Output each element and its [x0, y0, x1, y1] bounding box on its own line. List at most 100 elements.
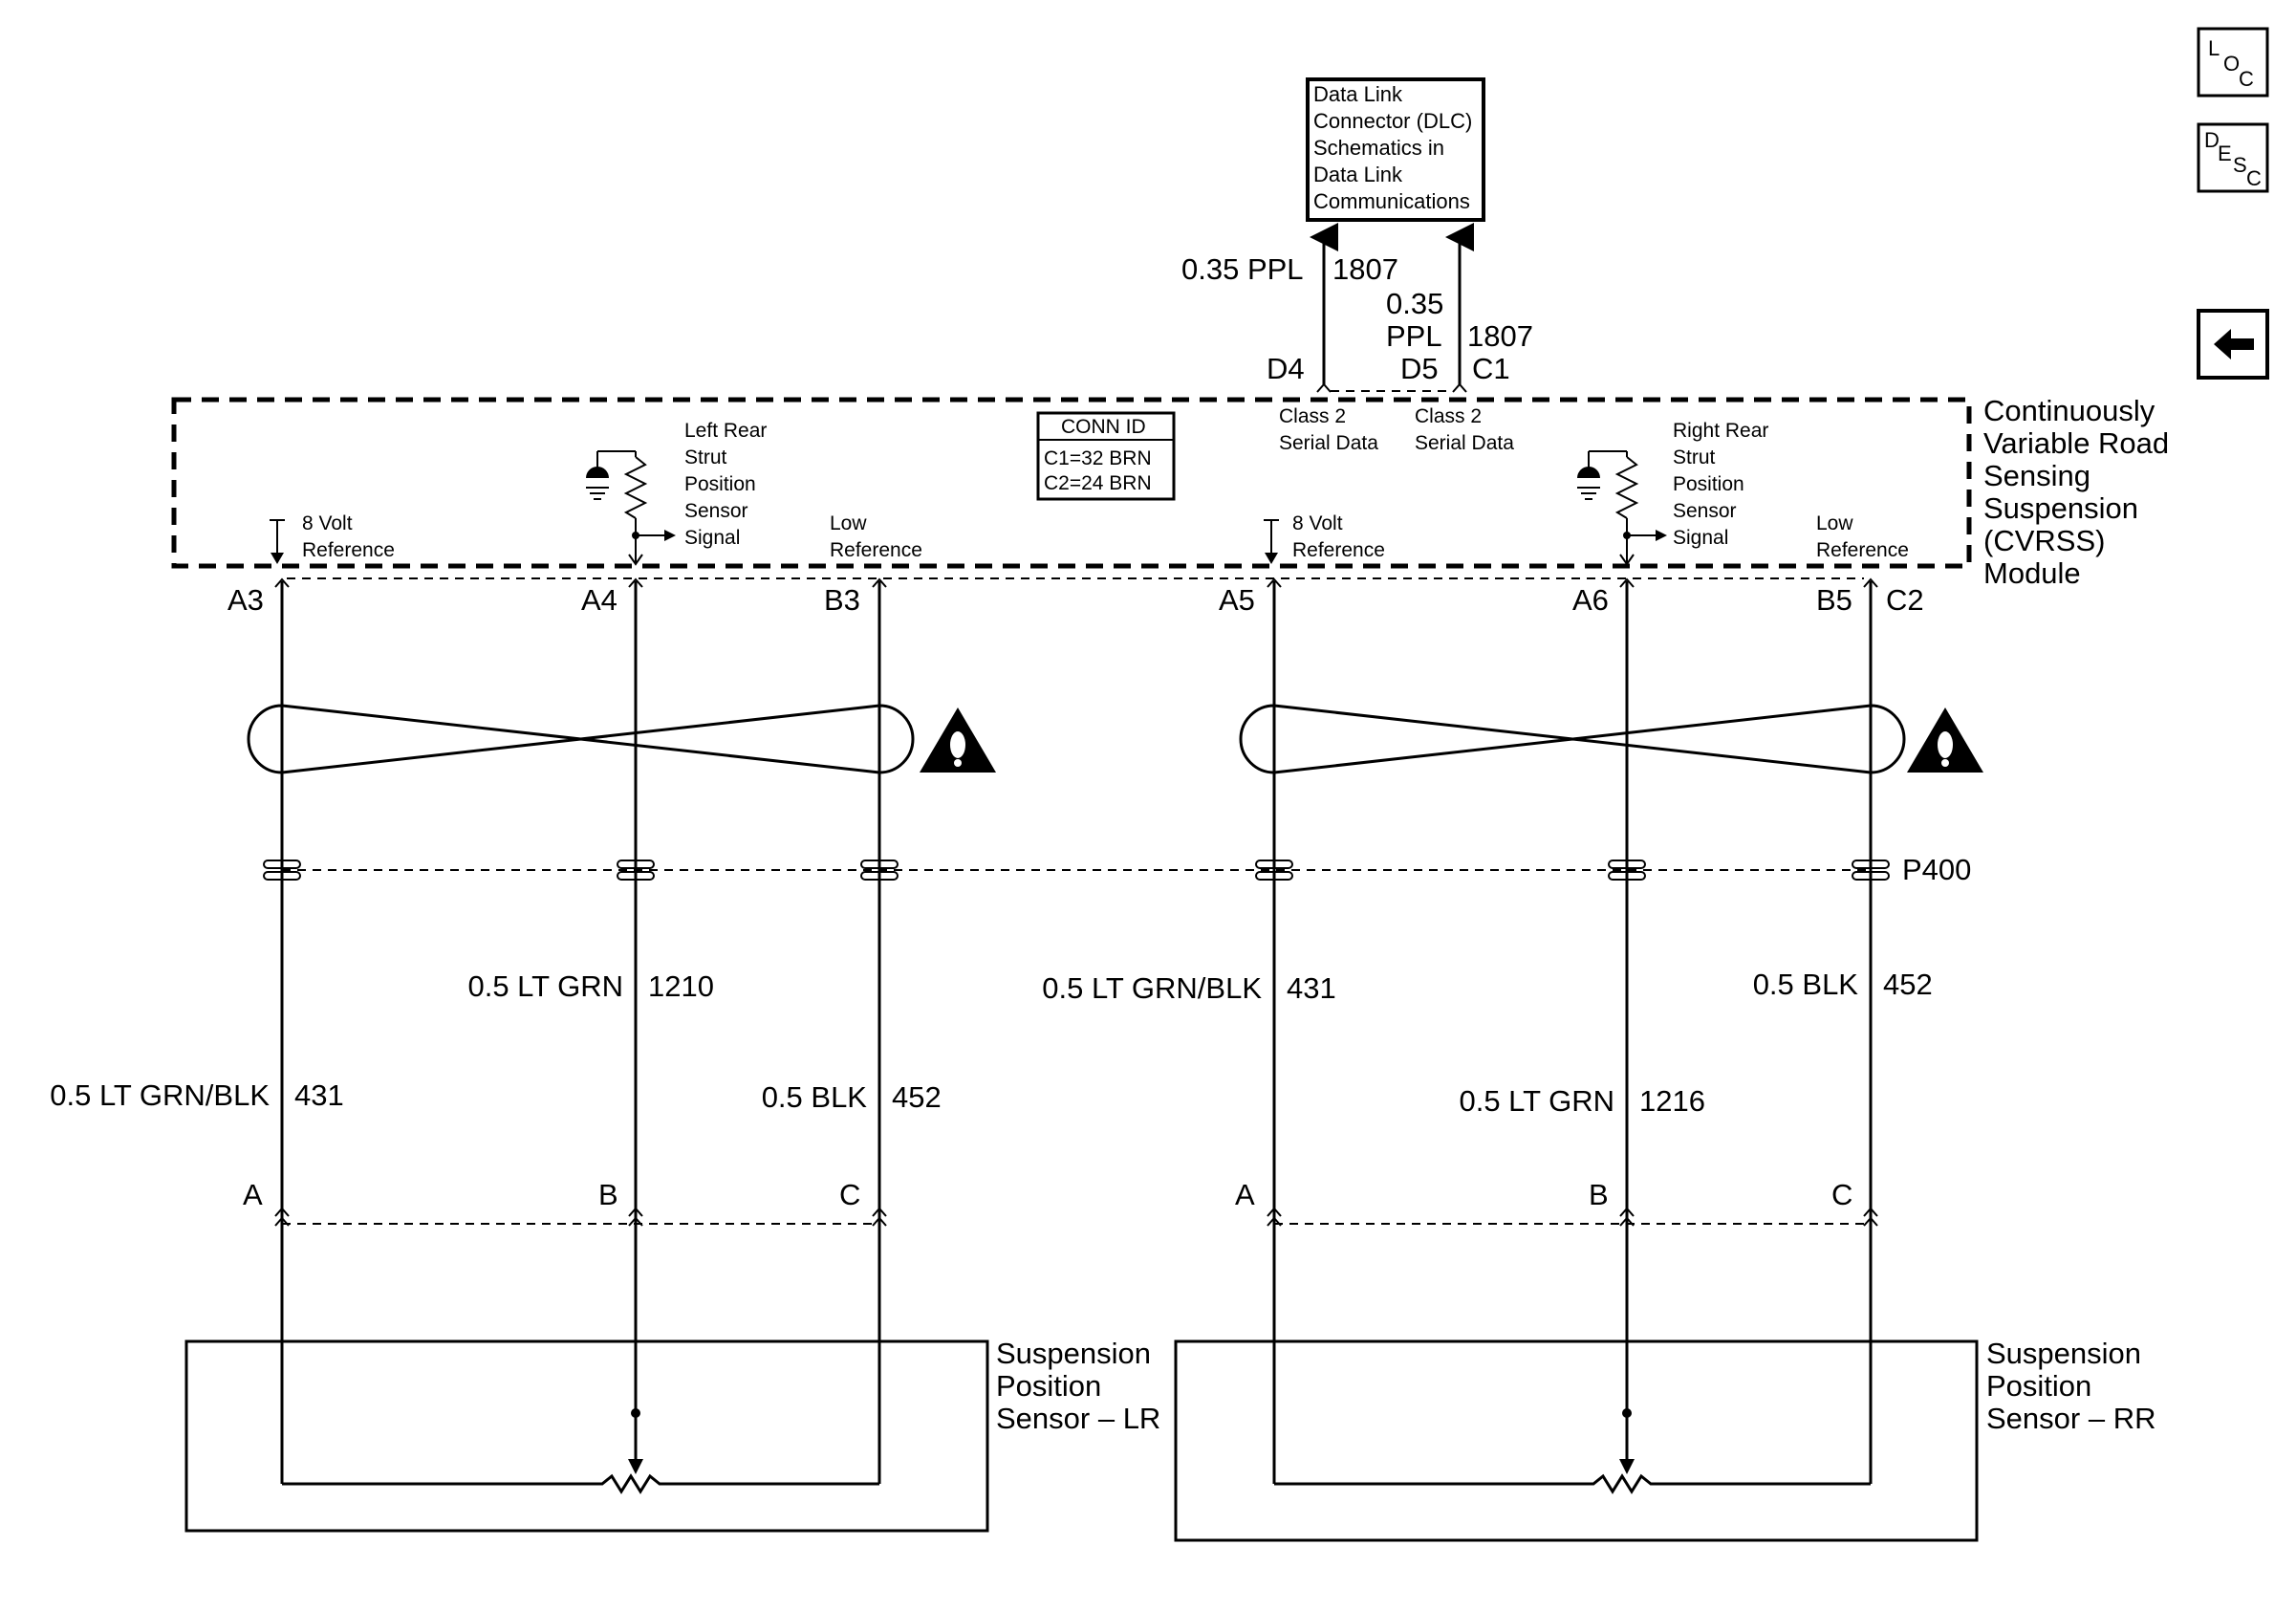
right-sensor-line-1: Suspension — [1986, 1337, 2141, 1370]
dlc-left-gauge: 0.35 PPL — [1181, 252, 1304, 286]
dlc-line-3: Schematics in — [1313, 136, 1444, 160]
left-pullup-resistor — [596, 450, 676, 566]
pin-c1: C1 — [1472, 352, 1510, 385]
p400-label: P400 — [1902, 853, 1971, 886]
left-signal-line-4: Sensor — [684, 500, 748, 522]
left-sensor-line-1: Suspension — [996, 1337, 1151, 1370]
right-sensor-pin-a: A — [1235, 1178, 1255, 1211]
left-wire-a-circuit: 431 — [294, 1078, 344, 1112]
pin-a4: A4 — [581, 583, 617, 617]
right-signal-line-5: Signal — [1673, 527, 1728, 549]
right-wire-b-gauge: 0.5 LT GRN — [1459, 1084, 1614, 1118]
conn-id-box: CONN ID C1=32 BRN C2=24 BRN — [1036, 411, 1176, 501]
left-wire-a — [274, 577, 290, 1484]
pin-d4: D4 — [1267, 352, 1305, 385]
left-ref8-line-1: 8 Volt — [302, 512, 353, 534]
desc-letter-4: C — [2246, 166, 2262, 190]
left-ref8-line-2: Reference — [302, 539, 395, 561]
pin-a6: A6 — [1572, 583, 1609, 617]
pin-chevron-d4 — [1316, 382, 1332, 393]
left-sensor-box[interactable] — [184, 1339, 989, 1533]
dlc-right-gauge-2: PPL — [1386, 319, 1442, 353]
right-signal-line-4: Sensor — [1673, 500, 1737, 522]
dlc-line-5: Communications — [1313, 189, 1470, 213]
left-potentiometer — [282, 1473, 879, 1494]
serial-data-1-line-1: Class 2 — [1279, 405, 1346, 427]
right-sensor-line-2: Position — [1986, 1369, 2091, 1403]
p400-terminals — [263, 860, 1890, 881]
module-line-5: (CVRSS) — [1983, 524, 2105, 557]
dlc-box[interactable]: Data Link Connector (DLC) Schematics in … — [1306, 77, 1485, 222]
serial-data-2-line-2: Serial Data — [1415, 432, 1514, 454]
right-wire-a-gauge: 0.5 LT GRN/BLK — [1042, 971, 1262, 1005]
right-potentiometer — [1274, 1473, 1871, 1494]
left-8v-reference-symbol — [270, 519, 285, 564]
right-wire-c — [1863, 577, 1878, 1484]
module-line-3: Sensing — [1983, 459, 2090, 492]
right-sensor-box[interactable] — [1174, 1339, 1979, 1542]
dlc-left-circuit: 1807 — [1332, 252, 1398, 286]
serial-data-1-line-2: Serial Data — [1279, 432, 1378, 454]
module-line-4: Suspension — [1983, 491, 2138, 525]
cvrss-module-label: Continuously Variable Road Sensing Suspe… — [1983, 394, 2169, 590]
left-lowref-line-1: Low — [830, 512, 867, 534]
dlc-line-4: Data Link — [1313, 163, 1403, 186]
right-signal-line-2: Strut — [1673, 446, 1716, 468]
left-signal-line-5: Signal — [684, 527, 740, 549]
left-twisted-pair-symbol — [247, 704, 915, 774]
arrow-left-icon — [2214, 329, 2254, 359]
desc-button[interactable]: D E S C — [2197, 122, 2269, 193]
pin-d5: D5 — [1400, 352, 1439, 385]
loc-letter-3: C — [2239, 67, 2254, 91]
right-sensor-pin-c: C — [1831, 1178, 1852, 1211]
right-sensor-pin-b: B — [1589, 1178, 1609, 1211]
loc-letter-2: O — [2223, 52, 2240, 76]
left-sensor-pin-a: A — [243, 1178, 263, 1211]
left-lowref-line-2: Reference — [830, 539, 922, 561]
right-lowref-line-1: Low — [1816, 512, 1853, 534]
desc-letter-2: E — [2218, 142, 2232, 165]
desc-letter-1: D — [2204, 128, 2220, 152]
right-wire-b — [1619, 577, 1635, 1410]
module-line-6: Module — [1983, 556, 2081, 590]
conn-id-c1: C1=32 BRN — [1044, 447, 1152, 469]
dlc-right-gauge-1: 0.35 — [1386, 287, 1443, 320]
dlc-right-circuit: 1807 — [1467, 319, 1533, 353]
conn-id-c2: C2=24 BRN — [1044, 472, 1152, 494]
right-wire-c-circuit: 452 — [1883, 968, 1933, 1001]
serial-data-2-line-1: Class 2 — [1415, 405, 1482, 427]
left-wire-c-gauge: 0.5 BLK — [762, 1080, 868, 1114]
right-signal-line-1: Right Rear — [1673, 420, 1768, 442]
pin-a5: A5 — [1219, 583, 1255, 617]
pin-b3: B3 — [824, 583, 860, 617]
left-wire-c — [872, 577, 887, 1484]
left-wire-a-gauge: 0.5 LT GRN/BLK — [50, 1078, 270, 1112]
right-wire-c-gauge: 0.5 BLK — [1753, 968, 1859, 1001]
right-ground-icon — [1577, 467, 1600, 500]
back-button[interactable] — [2197, 309, 2269, 380]
loc-letter-1: L — [2208, 36, 2220, 60]
sensor-connector-chevrons — [274, 1207, 1878, 1227]
cvrss-module-outline — [171, 397, 1972, 569]
left-wire-c-circuit: 452 — [892, 1080, 942, 1114]
module-line-1: Continuously — [1983, 394, 2155, 427]
left-wire-b-gauge: 0.5 LT GRN — [467, 969, 623, 1003]
loc-button[interactable]: L O C — [2197, 27, 2269, 98]
pin-b5: B5 — [1816, 583, 1852, 617]
right-wire-a — [1267, 577, 1282, 1484]
right-8v-reference-symbol — [1264, 519, 1279, 564]
right-pullup-resistor — [1588, 450, 1667, 566]
left-sensor-pin-c: C — [839, 1178, 860, 1211]
right-wire-a-circuit: 431 — [1287, 971, 1336, 1005]
right-wire-b-circuit: 1216 — [1639, 1084, 1705, 1118]
pin-c2: C2 — [1886, 583, 1924, 617]
conn-id-title: CONN ID — [1061, 416, 1146, 438]
left-sensor-pin-b: B — [598, 1178, 618, 1211]
left-warning-icon[interactable] — [920, 708, 996, 773]
left-signal-line-2: Strut — [684, 446, 727, 468]
right-ref8-line-2: Reference — [1292, 539, 1385, 561]
left-ground-icon — [586, 467, 609, 500]
right-warning-icon[interactable] — [1907, 708, 1983, 773]
left-signal-line-1: Left Rear — [684, 420, 767, 442]
